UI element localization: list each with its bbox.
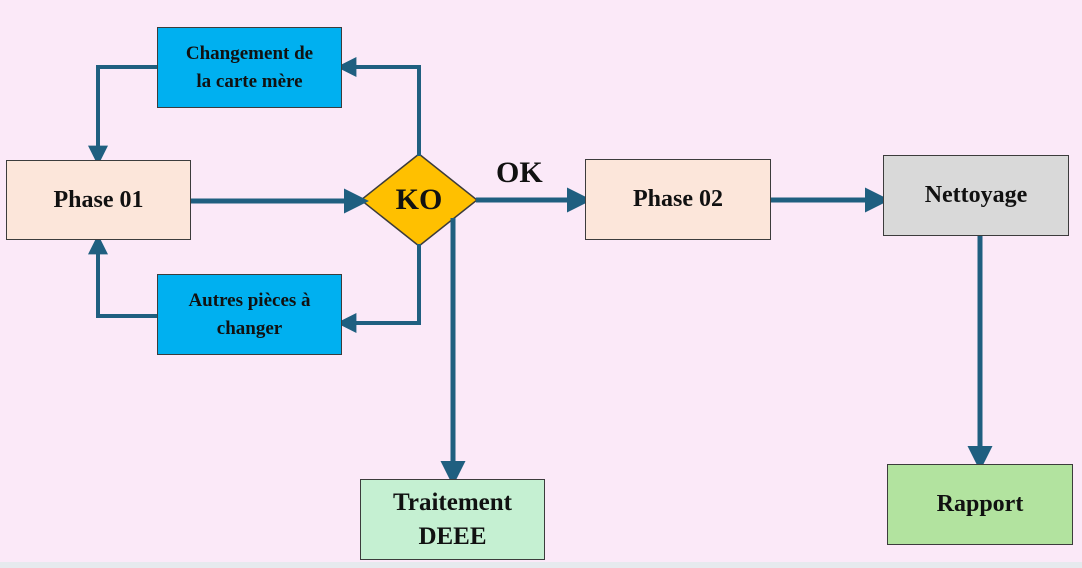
arrow-other-parts-to-phase01 (88, 234, 157, 318)
report-label: Rapport (936, 491, 1024, 517)
bottom-strip (0, 562, 1082, 568)
ok-edge-label: OK (496, 156, 543, 189)
other-parts-label-line1: Autres pièces à (188, 289, 311, 311)
phase01-label: Phase 01 (53, 186, 144, 213)
phase02-label: Phase 02 (633, 186, 723, 212)
cleaning-box: Nettoyage (883, 155, 1069, 236)
motherboard-change-box: Changement de la carte mère (157, 27, 342, 108)
arrow-decision-to-other-parts (336, 244, 421, 333)
deee-treatment-label-line2: DEEE (418, 522, 487, 550)
decision-label: KO (395, 183, 443, 216)
deee-treatment-label-line1: Traitement (393, 488, 512, 516)
arrow-decision-to-motherboard (336, 57, 421, 156)
deee-treatment-box: Traitement DEEE (360, 479, 545, 560)
phase01-box: Phase 01 (6, 160, 191, 240)
phase02-box: Phase 02 (585, 159, 771, 240)
motherboard-change-label-line2: la carte mère (196, 70, 303, 92)
report-box: Rapport (887, 464, 1073, 545)
cleaning-label: Nettoyage (924, 182, 1028, 208)
other-parts-label-line2: changer (216, 317, 283, 339)
motherboard-change-label-line1: Changement de (185, 42, 314, 64)
other-parts-box: Autres pièces à changer (157, 274, 342, 355)
arrow-motherboard-to-phase01 (88, 65, 157, 166)
